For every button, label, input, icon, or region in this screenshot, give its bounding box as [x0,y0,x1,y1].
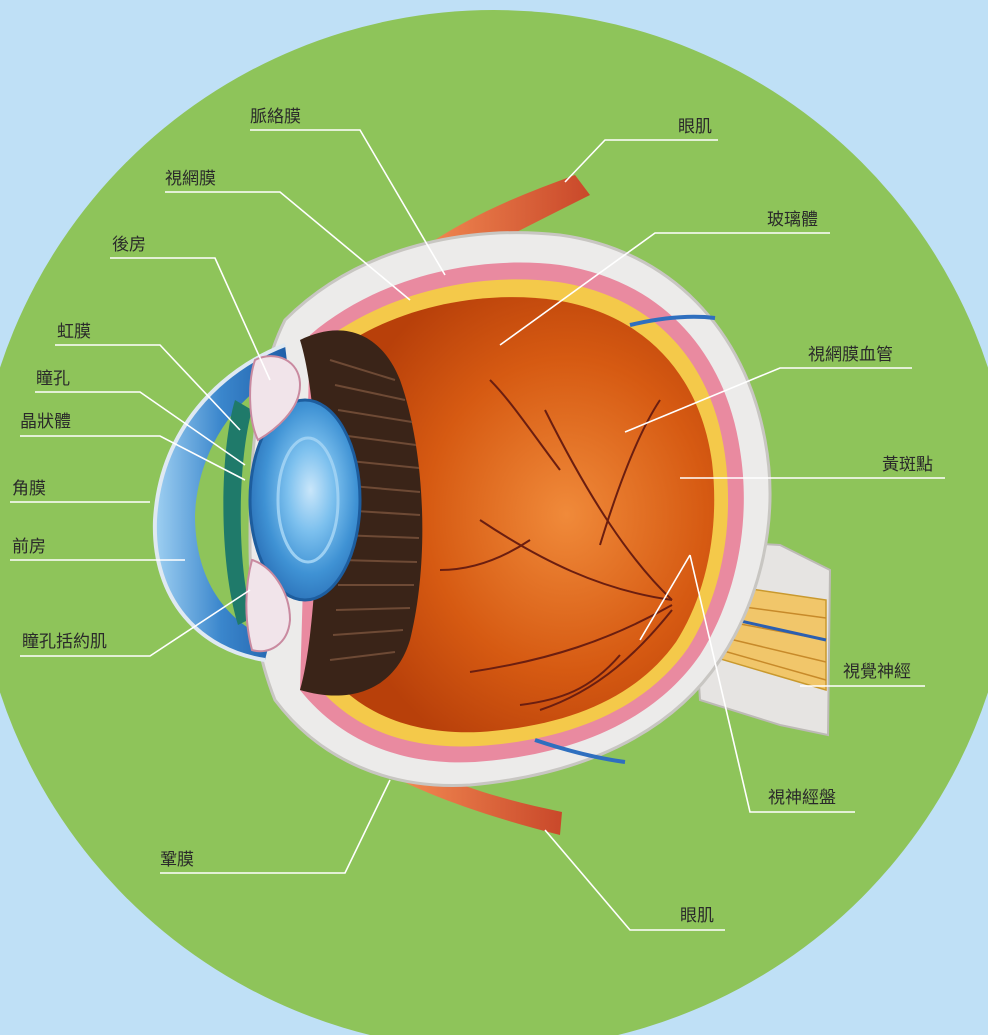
label-pupillary-sphincter: 瞳孔括約肌 [22,632,107,652]
label-choroid: 脈絡膜 [250,107,301,127]
label-retina: 視網膜 [165,169,216,189]
label-optic-nerve: 視覺神經 [843,662,911,682]
label-pupil: 瞳孔 [36,369,70,389]
label-anterior-chamber: 前房 [12,537,46,557]
label-cornea: 角膜 [12,479,46,499]
label-iris: 虹膜 [57,322,91,342]
label-eye-muscle-top: 眼肌 [678,117,712,137]
label-macula: 黃斑點 [882,455,933,475]
label-sclera: 鞏膜 [160,850,194,870]
label-vitreous-body: 玻璃體 [767,210,818,230]
label-eye-muscle-bottom: 眼肌 [680,906,714,926]
label-retinal-vessels: 視網膜血管 [808,345,893,365]
label-lens: 晶狀體 [20,412,71,432]
label-posterior-chamber: 後房 [112,235,146,255]
label-optic-disc: 視神經盤 [768,788,836,808]
